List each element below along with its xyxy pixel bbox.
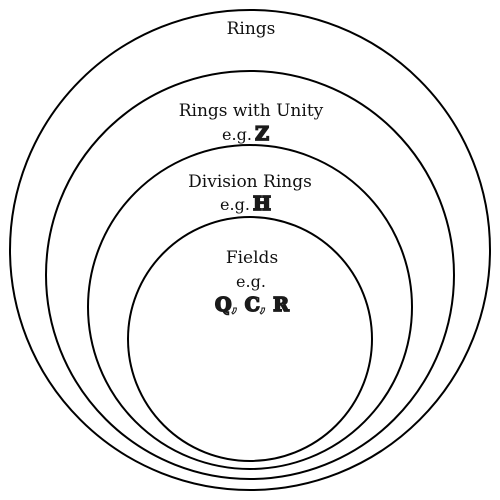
label-rings-with-unity: Rings with Unity bbox=[179, 101, 324, 121]
example-set-quaternions: ℍ bbox=[253, 193, 271, 215]
example-sets-fields: ℚ, ℂ, ℝ bbox=[215, 294, 290, 316]
example-prefix-fields: e.g. bbox=[236, 272, 266, 291]
circle-fields bbox=[127, 216, 373, 462]
example-set-integers: ℤ bbox=[255, 123, 269, 145]
example-prefix-rings-with-unity: e.g. bbox=[222, 125, 252, 144]
circle-division-rings bbox=[87, 144, 413, 470]
label-division-rings: Division Rings bbox=[188, 172, 312, 192]
example-rings-with-unity: e.g. ℤ bbox=[222, 123, 270, 146]
circle-rings bbox=[9, 9, 491, 491]
label-fields: Fields bbox=[226, 248, 278, 268]
example-division-rings: e.g. ℍ bbox=[220, 193, 271, 216]
example-prefix-division-rings: e.g. bbox=[220, 195, 250, 214]
circle-rings-with-unity bbox=[45, 70, 455, 480]
label-rings: Rings bbox=[227, 19, 276, 39]
